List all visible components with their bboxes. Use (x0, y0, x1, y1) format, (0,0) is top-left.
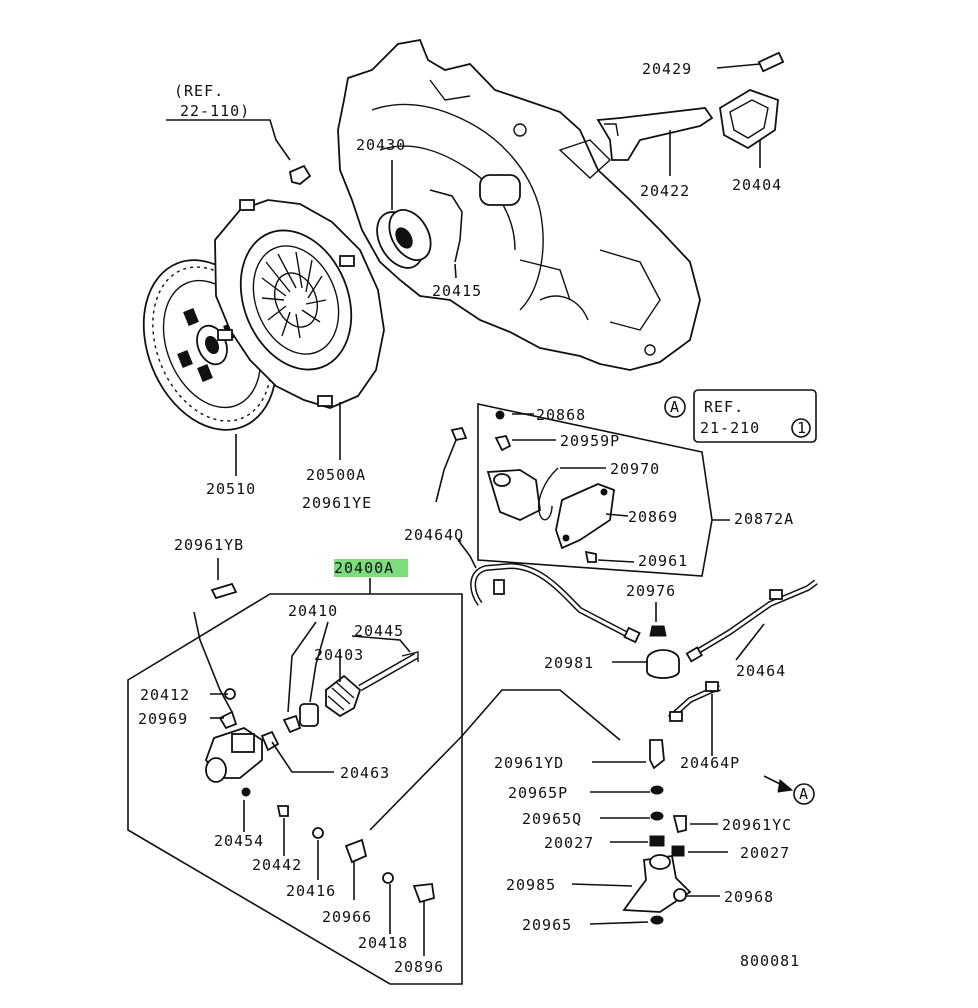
slave-cylinder-illustration (204, 651, 419, 783)
arrow-a-text: A (799, 785, 809, 803)
boot-illustration (719, 89, 779, 150)
ref-21-210-line1: REF. (704, 398, 744, 416)
lower-bracket-parts-illustration (622, 739, 692, 925)
label-20961yc: 20961YC (722, 816, 792, 834)
bracket-group-outline (477, 403, 713, 577)
label-20422: 20422 (640, 182, 690, 200)
label-20445: 20445 (354, 622, 404, 640)
label-20968: 20968 (724, 888, 774, 906)
label-20961yd: 20961YD (494, 754, 564, 772)
label-20965q: 20965Q (522, 810, 582, 828)
label-20970: 20970 (610, 460, 660, 478)
label-20965: 20965 (522, 916, 572, 934)
clip-20415-illustration (429, 189, 463, 263)
label-20966: 20966 (322, 908, 372, 926)
label-20500a: 20500A (306, 466, 366, 484)
label-20896: 20896 (394, 958, 444, 976)
label-20027-left: 20027 (544, 834, 594, 852)
leader-lines (166, 63, 765, 956)
label-20510: 20510 (206, 480, 256, 498)
label-20403: 20403 (314, 646, 364, 664)
ref-22-110-line2: 22-110) (180, 102, 250, 120)
label-20400a: 20400A (334, 559, 394, 577)
label-20959p: 20959P (560, 432, 620, 450)
label-20415: 20415 (432, 282, 482, 300)
label-20464p: 20464P (680, 754, 740, 772)
diagram-code: 800081 (740, 952, 800, 970)
label-20965p: 20965P (508, 784, 568, 802)
ref-circle-1 (791, 418, 811, 438)
clutch-pipe-20464-illustration (685, 579, 818, 663)
label-20412: 20412 (140, 686, 190, 704)
label-20869: 20869 (628, 508, 678, 526)
label-20868: 20868 (536, 406, 586, 424)
label-20416: 20416 (286, 882, 336, 900)
label-20404: 20404 (732, 176, 782, 194)
ref-circle-1-text: 1 (797, 419, 807, 437)
label-20872a: 20872A (734, 510, 794, 528)
release-fork-illustration (596, 107, 714, 161)
pivot-pin-illustration (288, 164, 312, 185)
pressure-plate-illustration (214, 199, 385, 409)
ref-21-210-line2: 21-210 (700, 419, 760, 437)
highlight-20400a (334, 559, 408, 577)
label-20418: 20418 (358, 934, 408, 952)
label-20464: 20464 (736, 662, 786, 680)
bracket-parts-illustration (450, 410, 615, 563)
label-20410: 20410 (288, 602, 338, 620)
part-labels: (REF. 22-110) 20429 20430 20422 20404 20… (138, 60, 809, 976)
label-20430: 20430 (356, 136, 406, 154)
clutch-hose-20464p-illustration (667, 681, 721, 722)
transmission-housing-illustration (337, 38, 701, 371)
slave-small-parts-illustration (210, 582, 436, 904)
ref-circle-a (664, 396, 686, 418)
release-bearing-illustration (376, 209, 432, 269)
label-20961yb: 20961YB (174, 536, 244, 554)
label-20981: 20981 (544, 654, 594, 672)
label-20976: 20976 (626, 582, 676, 600)
label-20442: 20442 (252, 856, 302, 874)
ref-box-21-210 (693, 389, 817, 443)
ref-circle-a-text: A (670, 398, 680, 416)
ref-22-110-line1: (REF. (174, 82, 224, 100)
label-20985: 20985 (506, 876, 556, 894)
label-20027-right: 20027 (740, 844, 790, 862)
label-20463: 20463 (340, 764, 390, 782)
bolt-20429-illustration (757, 51, 785, 73)
label-20429: 20429 (642, 60, 692, 78)
label-20961: 20961 (638, 552, 688, 570)
clutch-pipe-20464q-illustration (470, 562, 641, 644)
label-20961ye: 20961YE (302, 494, 372, 512)
label-20969: 20969 (138, 710, 188, 728)
label-20454: 20454 (214, 832, 264, 850)
slave-cylinder-group-outline (127, 593, 463, 985)
connection-arrow-a (763, 775, 815, 805)
label-20464q: 20464Q (404, 526, 464, 544)
union-20981-illustration (646, 625, 680, 679)
